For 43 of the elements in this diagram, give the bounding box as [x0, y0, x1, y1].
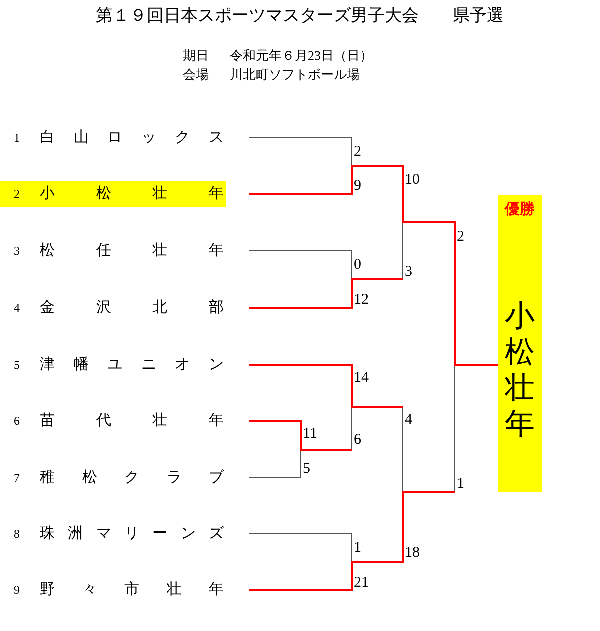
team-name: 苗代壮年 — [40, 412, 224, 430]
team-name: 野々市壮年 — [40, 581, 224, 599]
score-number: 1 — [457, 476, 464, 492]
score-number: 9 — [354, 178, 362, 194]
team-name: 小松壮年 — [40, 185, 224, 203]
score-number: 2 — [457, 229, 464, 245]
score-number: 12 — [354, 292, 369, 308]
info-text: 川北町ソフトボール場 — [230, 67, 360, 83]
team-name: 稚松クラブ — [40, 469, 224, 487]
team-name: 白山ロックス — [40, 129, 224, 147]
score-number: 4 — [405, 412, 412, 428]
team-name: 松任壮年 — [40, 242, 224, 260]
seed-number: 1 — [14, 130, 20, 146]
info-label: 期日 — [183, 48, 209, 64]
score-number: 10 — [405, 172, 420, 188]
score-number: 2 — [354, 144, 362, 160]
seed-number: 6 — [14, 413, 20, 429]
champion-heading: 優勝 — [504, 201, 536, 219]
highlight-band — [0, 181, 226, 207]
team-name: 金沢北部 — [40, 299, 224, 317]
champion-box — [498, 195, 542, 492]
score-number: 0 — [354, 257, 362, 273]
seed-number: 3 — [14, 243, 20, 259]
team-name: 津幡ユニオン — [40, 356, 224, 374]
title: 第１９回日本スポーツマスターズ男子大会 県予選 — [95, 5, 505, 27]
score-number: 1 — [354, 540, 362, 556]
seed-number: 7 — [14, 470, 20, 486]
champion-name: 小松壮年 — [504, 299, 536, 443]
info-label: 会場 — [183, 67, 209, 83]
seed-number: 4 — [14, 300, 20, 316]
seed-number: 5 — [14, 357, 20, 373]
seed-number: 8 — [14, 526, 20, 542]
score-number: 3 — [405, 264, 412, 280]
score-number: 5 — [303, 461, 310, 477]
seed-number: 9 — [14, 582, 20, 598]
score-number: 11 — [303, 426, 318, 442]
team-name: 珠洲マリーンズ — [40, 525, 224, 543]
info-text: 令和元年６月23日（日） — [230, 48, 373, 64]
seed-number: 2 — [14, 186, 20, 202]
score-number: 18 — [405, 545, 420, 561]
score-number: 14 — [354, 370, 369, 386]
score-number: 6 — [354, 432, 362, 448]
score-number: 21 — [354, 575, 369, 591]
